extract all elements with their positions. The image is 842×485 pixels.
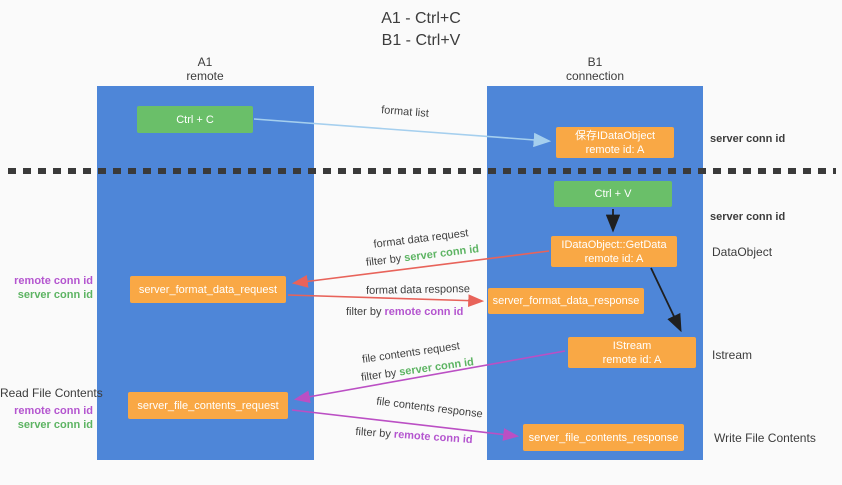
server-conn-id-text: server conn id [398,356,475,379]
left-column-role: remote [186,69,224,83]
format-data-response-label: format data response [365,283,471,297]
title-line-a1: A1 - Ctrl+C [381,10,461,27]
server-conn-id-right-mid: server conn id [710,211,786,223]
file-contents-response-label: file contents response [375,395,484,421]
format-data-response-filter-label: filter by remote conn id [346,306,464,318]
server-conn-id-left: server conn id [17,289,93,301]
ctrl-v-box: Ctrl + V [554,181,672,207]
idataobject-getdata-box: IDataObject::GetData remote id: A [551,236,677,267]
write-file-contents-label: Write File Contents [714,431,816,445]
server-conn-id-right-top: server conn id [710,133,786,145]
phase-divider-dashed-line [8,168,836,174]
istream-line2: remote id: A [602,353,662,366]
istream-box: IStream remote id: A [568,337,696,368]
filter-by-prefix: filter by [365,252,406,269]
remote-conn-id-left: remote conn id [14,405,93,417]
remote-conn-id-text: remote conn id [384,306,464,318]
save-dataobject-line2: remote id: A [585,143,645,156]
server-file-contents-response-label: server_file_contents_response [528,431,679,444]
title-line-b1: B1 - Ctrl+V [381,32,461,49]
filter-by-prefix: filter by [360,366,401,384]
server-format-data-response-box: server_format_data_response [488,288,644,314]
getdata-line1: IDataObject::GetData [561,238,667,251]
right-column-role: connection [565,69,625,83]
file-contents-response-filter-label: filter by remote conn id [355,426,474,446]
right-column-header: B1 connection [545,55,645,83]
ctrl-c-label: Ctrl + C [176,113,214,126]
server-file-contents-request-label: server_file_contents_request [137,399,279,412]
save-dataobject-box: 保存IDataObject remote id: A [556,127,674,158]
server-conn-id-left: server conn id [17,419,93,431]
ctrl-c-box: Ctrl + C [137,106,253,133]
remote-conn-id-left: remote conn id [14,275,93,287]
ctrl-v-label: Ctrl + V [594,188,632,200]
filter-by-prefix: filter by [355,425,395,441]
dataobject-label: DataObject [712,245,773,259]
server-file-contents-request-box: server_file_contents_request [128,392,288,419]
server-format-data-request-label: server_format_data_request [138,283,278,296]
server-format-data-response-label: server_format_data_response [492,295,640,307]
istream-line1: IStream [612,339,652,352]
format-list-label: format list [380,104,430,120]
save-dataobject-line1: 保存IDataObject [574,129,656,142]
left-column-header: A1 remote [155,55,255,83]
istream-side-label: Istream [712,348,753,362]
remote-conn-id-text: remote conn id [393,428,473,447]
left-column-name: A1 [197,55,213,69]
filter-by-prefix: filter by [346,306,385,318]
getdata-line2: remote id: A [584,252,644,265]
right-column-name: B1 [587,55,603,69]
server-format-data-request-box: server_format_data_request [130,276,286,303]
server-conn-id-text: server conn id [403,243,480,265]
server-file-contents-response-box: server_file_contents_response [523,424,684,451]
format-request-conn-ids: remote conn id server conn id [0,274,93,302]
diagram-title: A1 - Ctrl+C B1 - Ctrl+V [0,8,842,52]
read-file-contents-label: Read File Contents [0,386,103,400]
file-request-conn-ids: Read File Contents remote conn id server… [0,386,103,432]
